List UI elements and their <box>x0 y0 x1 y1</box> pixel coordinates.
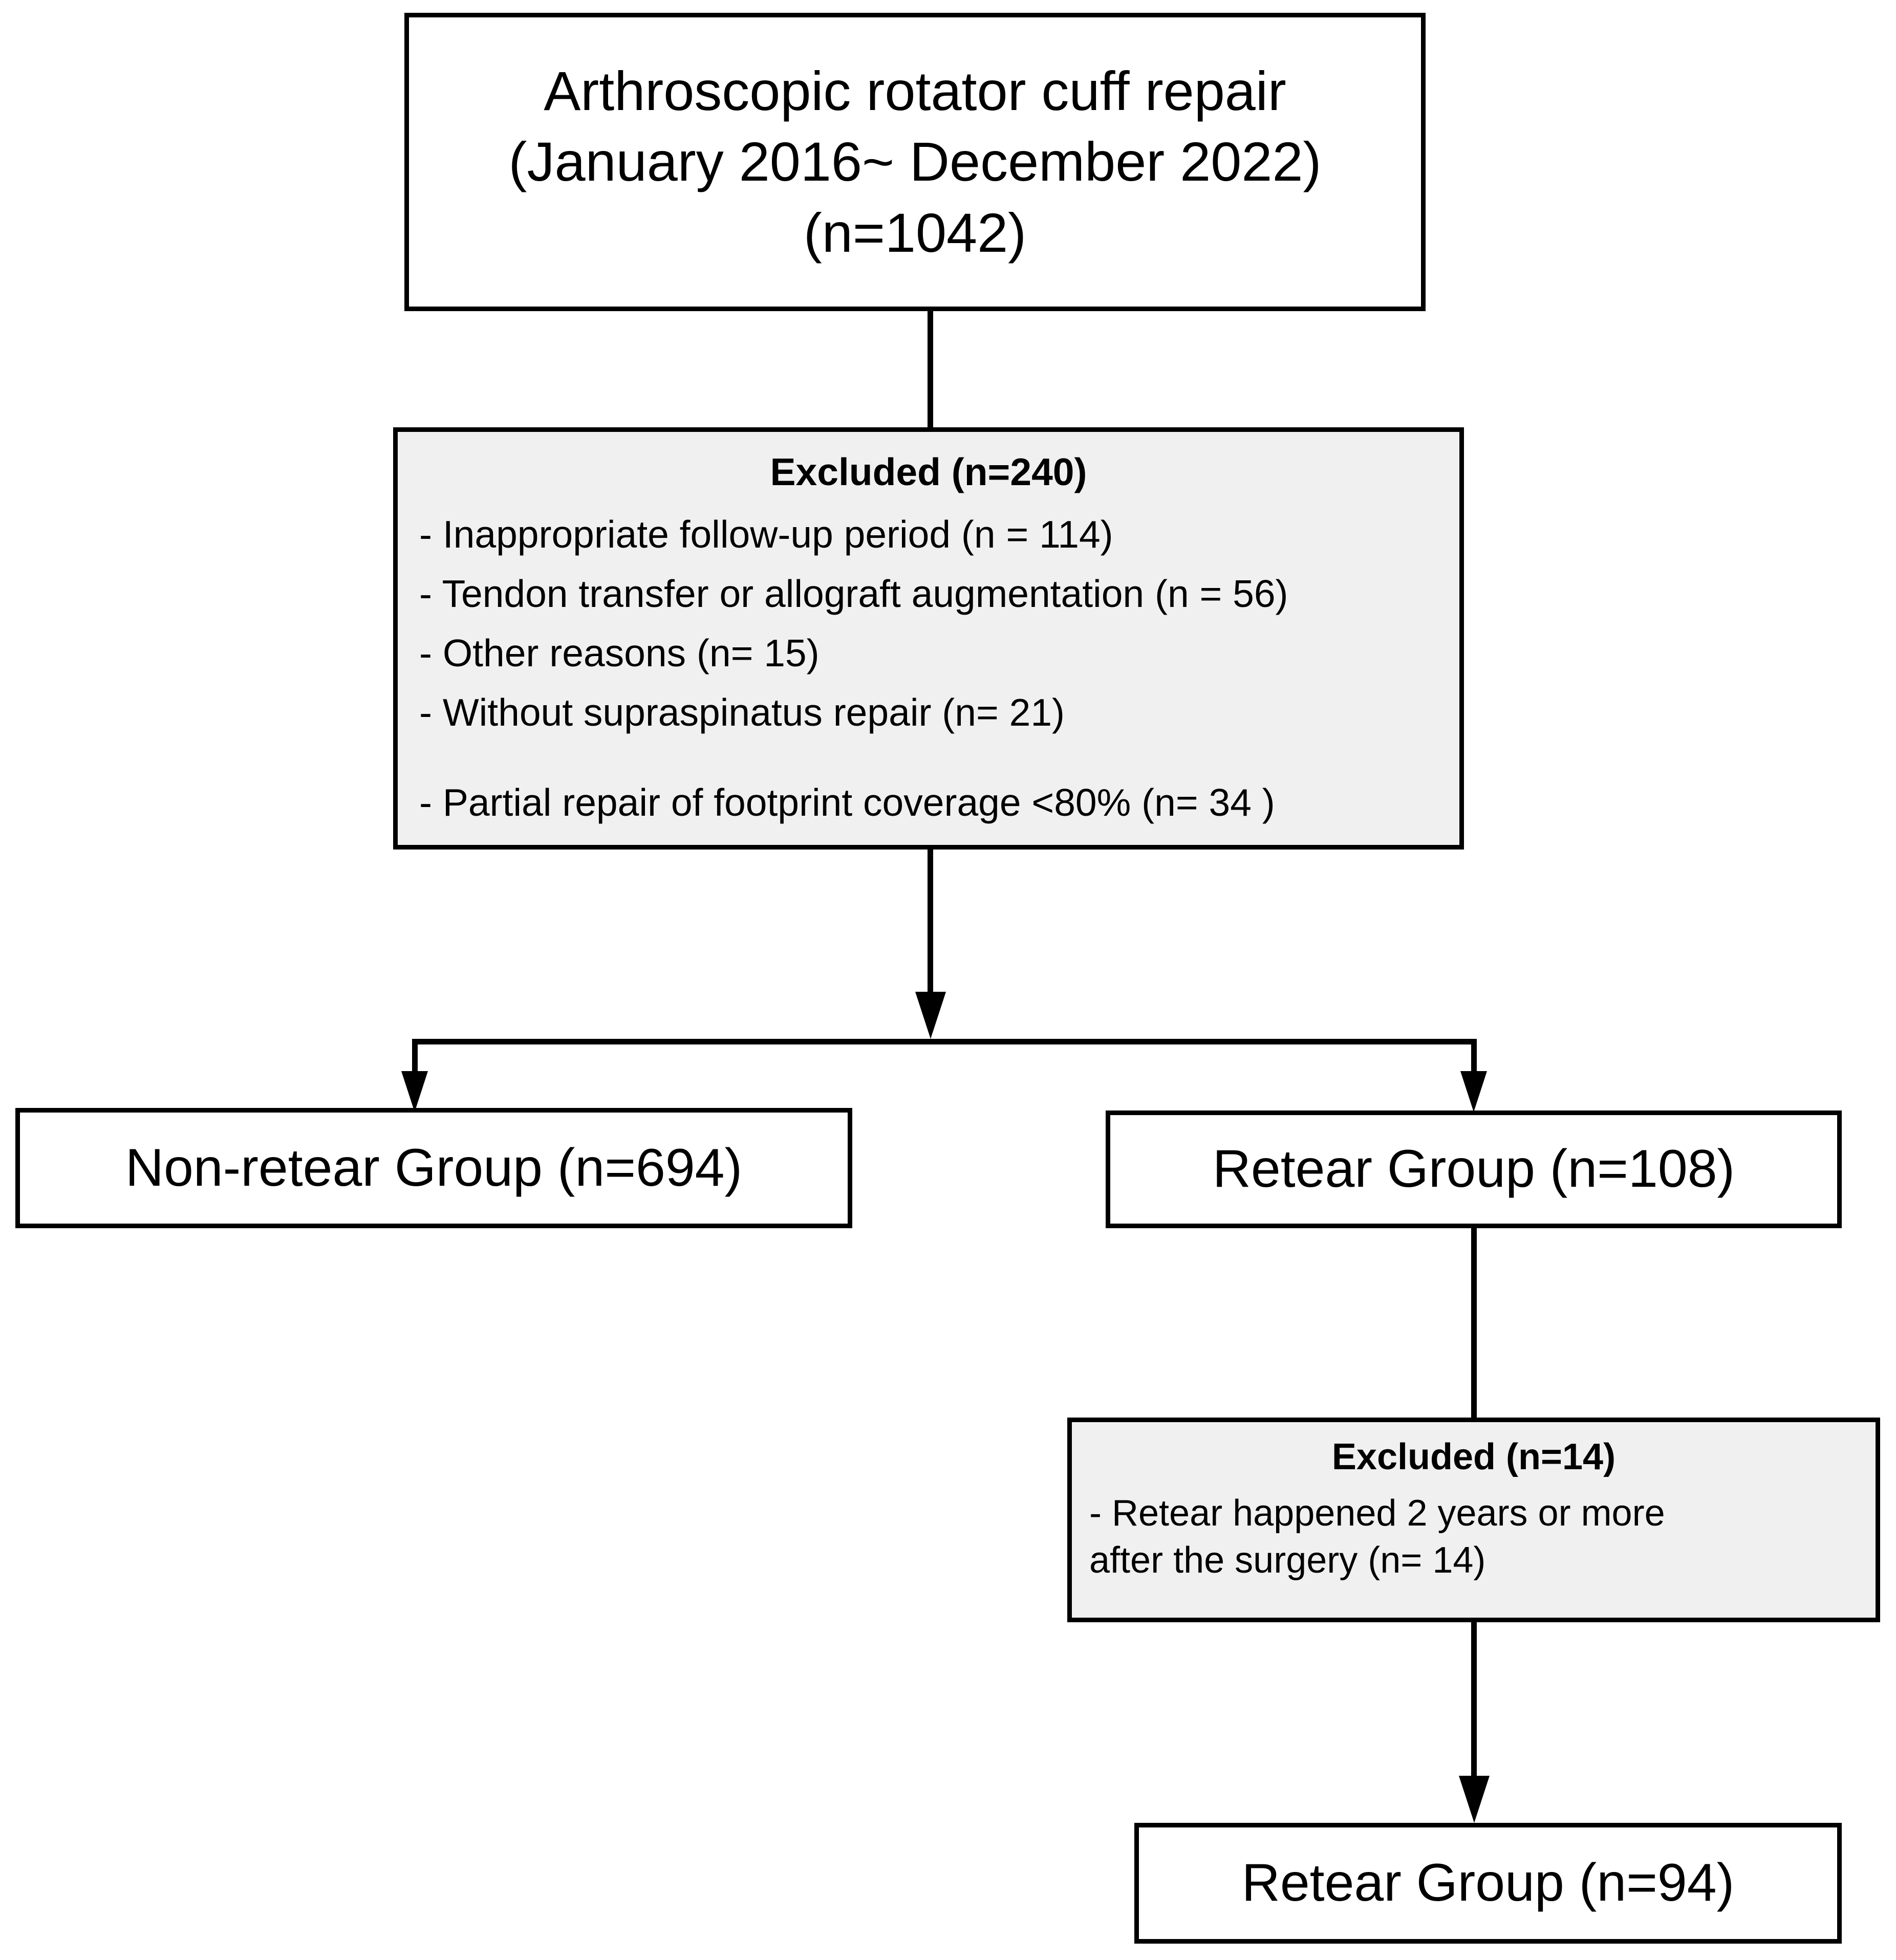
excluded-2-heading: Excluded (n=14) <box>1331 1436 1616 1477</box>
node-retear-group-final: Retear Group (n=94) <box>1134 1823 1842 1944</box>
enrollment-line-1: Arthroscopic rotator cuff repair <box>544 60 1286 122</box>
excluded-1-reason-1: - Inappropriate follow-up period (n = 11… <box>419 513 1113 556</box>
connector-retear-to-excluded2 <box>1471 1228 1477 1420</box>
connector-split-left-down <box>412 1039 418 1093</box>
excluded-1-reason-3: - Other reasons (n= 15) <box>419 631 820 674</box>
arrowhead-retear <box>1460 1071 1487 1112</box>
excluded-2-reason-line-1: - Retear happened 2 years or more <box>1089 1493 1665 1534</box>
connector-enrollment-to-excluded1 <box>928 311 933 430</box>
node-excluded-2: Excluded (n=14) - Retear happened 2 year… <box>1067 1418 1880 1622</box>
excluded-2-reason-line-2: after the surgery (n= 14) <box>1089 1540 1486 1581</box>
retear-label: Retear Group (n=108) <box>1212 1139 1735 1199</box>
node-excluded-1: Excluded (n=240) - Inappropriate follow-… <box>393 427 1464 850</box>
excluded-1-heading: Excluded (n=240) <box>770 450 1087 493</box>
excluded-1-reason-4: - Without supraspinatus repair (n= 21) <box>419 691 1065 734</box>
excluded-1-reason-5: - Partial repair of footprint coverage <… <box>419 781 1275 824</box>
non-retear-label: Non-retear Group (n=694) <box>125 1138 743 1197</box>
connector-split-right-down <box>1471 1039 1477 1093</box>
enrollment-line-2: (January 2016~ December 2022) <box>508 130 1322 193</box>
connector-excluded2-to-final <box>1471 1622 1477 1786</box>
arrowhead-to-split <box>915 992 946 1039</box>
enrollment-line-3: (n=1042) <box>803 201 1027 264</box>
connector-split-horizontal <box>412 1039 1477 1044</box>
connector-excluded1-down <box>928 850 933 995</box>
node-non-retear-group: Non-retear Group (n=694) <box>15 1108 852 1228</box>
node-enrollment: Arthroscopic rotator cuff repair (Januar… <box>404 13 1426 311</box>
retear-final-label: Retear Group (n=94) <box>1241 1853 1735 1913</box>
excluded-1-reason-2: - Tendon transfer or allograft augmentat… <box>419 572 1288 615</box>
arrowhead-non-retear <box>401 1071 428 1112</box>
arrowhead-retear-final <box>1459 1776 1490 1823</box>
node-retear-group: Retear Group (n=108) <box>1106 1110 1842 1228</box>
